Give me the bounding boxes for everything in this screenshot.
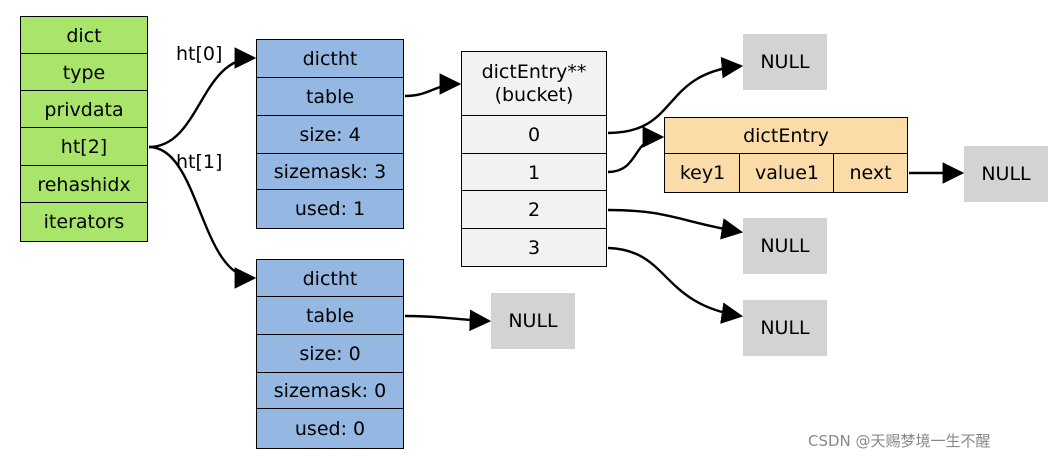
null-box-ht1-table: NULL	[491, 293, 575, 349]
dictht1-size: size: 0	[256, 334, 404, 374]
null-box-slot2: NULL	[743, 218, 827, 274]
edge-slot0-to-null	[607, 56, 744, 135]
bucket-title: dictEntry**	[481, 61, 587, 83]
dictht1-used: used: 0	[256, 408, 404, 449]
null-box-entry-next: NULL	[964, 146, 1048, 202]
entry-key: key1	[664, 153, 741, 193]
dictht0-used: used: 1	[256, 189, 404, 229]
null-box-slot0: NULL	[743, 34, 827, 90]
null-box-slot3: NULL	[743, 300, 827, 356]
dict-field-iterators: iterators	[20, 202, 148, 242]
edge-label-ht1: ht[1]	[176, 151, 223, 173]
edge-slot3-to-null	[607, 246, 744, 324]
dictht0-sizemask: sizemask: 3	[256, 153, 404, 191]
edge-dict-to-ht1	[148, 145, 257, 289]
entry-value: value1	[739, 153, 835, 193]
dictht0-size: size: 4	[256, 115, 404, 155]
edge-slot2-to-null	[607, 208, 744, 240]
dict-field-rehashidx: rehashidx	[20, 165, 148, 204]
dictht0-header: dictht	[256, 39, 404, 79]
dict-header: dict	[20, 16, 148, 55]
dictht0-table: table	[256, 77, 404, 117]
entry-next: next	[833, 153, 908, 193]
edge-slot1-to-entry	[607, 126, 665, 174]
bucket-slot-3: 3	[461, 228, 607, 267]
dictht1-header: dictht	[256, 259, 404, 298]
edge-ht1-table-to-null	[404, 309, 492, 332]
dictht1-sizemask: sizemask: 0	[256, 372, 404, 410]
bucket-header: dictEntry** (bucket)	[461, 51, 607, 117]
dict-field-privdata: privdata	[20, 90, 148, 129]
watermark: CSDN @天赐梦境一生不醒	[808, 432, 991, 450]
edge-ht0-table-to-bucket	[404, 73, 462, 98]
bucket-slot-0: 0	[461, 115, 607, 155]
edge-label-ht0: ht[0]	[176, 43, 223, 65]
bucket-subtitle: (bucket)	[494, 84, 574, 106]
edge-dict-to-ht0	[148, 47, 257, 149]
dictht1-table: table	[256, 296, 404, 336]
